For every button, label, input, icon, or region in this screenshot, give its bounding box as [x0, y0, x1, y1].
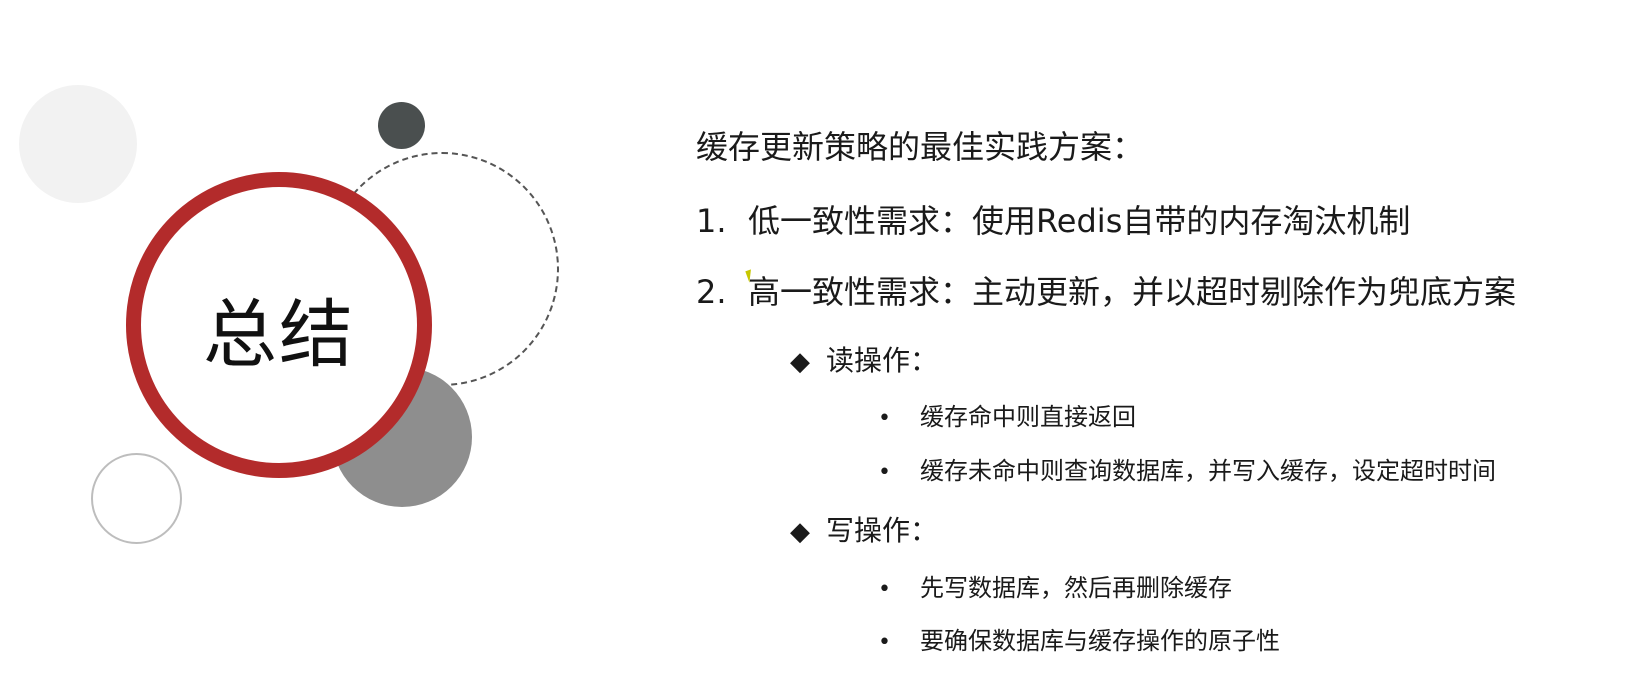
point-number: 1. [696, 202, 727, 240]
list-item: • 要确保数据库与缓存操作的原子性 [878, 621, 1280, 656]
point-high-consistency: 2. 高一致性需求：主动更新，并以超时剔除作为兜底方案 [696, 267, 1516, 313]
list-item-text: 先写数据库，然后再删除缓存 [920, 574, 1232, 602]
point-low-consistency: 1. 低一致性需求：使用Redis自带的内存淘汰机制 [696, 196, 1410, 242]
decorative-dark-circle [378, 102, 425, 149]
diamond-icon: ◆ [790, 517, 810, 547]
decorative-outline-circle [91, 453, 182, 544]
summary-title: 总结 [203, 291, 355, 378]
point-text: 低一致性需求：使用Redis自带的内存淘汰机制 [748, 202, 1411, 240]
diamond-icon: ◆ [790, 347, 810, 377]
decorative-light-circle [19, 85, 137, 203]
bullet-icon: • [878, 577, 891, 602]
bullet-icon: • [878, 406, 891, 431]
point-text: 高一致性需求：主动更新，并以超时剔除作为兜底方案 [748, 273, 1517, 311]
list-item-text: 缓存未命中则查询数据库，并写入缓存，设定超时时间 [920, 457, 1496, 485]
list-item-text: 要确保数据库与缓存操作的原子性 [920, 627, 1280, 655]
bullet-icon: • [878, 460, 891, 485]
content-heading: 缓存更新策略的最佳实践方案： [696, 128, 1145, 166]
section-write: ◆ 写操作： [790, 509, 938, 549]
bullet-icon: • [878, 630, 891, 655]
list-item-text: 缓存命中则直接返回 [920, 403, 1136, 431]
section-read: ◆ 读操作： [790, 339, 938, 379]
point-number: 2. [696, 273, 727, 311]
list-item: • 先写数据库，然后再删除缓存 [878, 568, 1232, 603]
section-label: 读操作： [826, 344, 939, 377]
section-label: 写操作： [826, 514, 939, 547]
list-item: • 缓存未命中则查询数据库，并写入缓存，设定超时时间 [878, 451, 1496, 486]
list-item: • 缓存命中则直接返回 [878, 397, 1136, 432]
